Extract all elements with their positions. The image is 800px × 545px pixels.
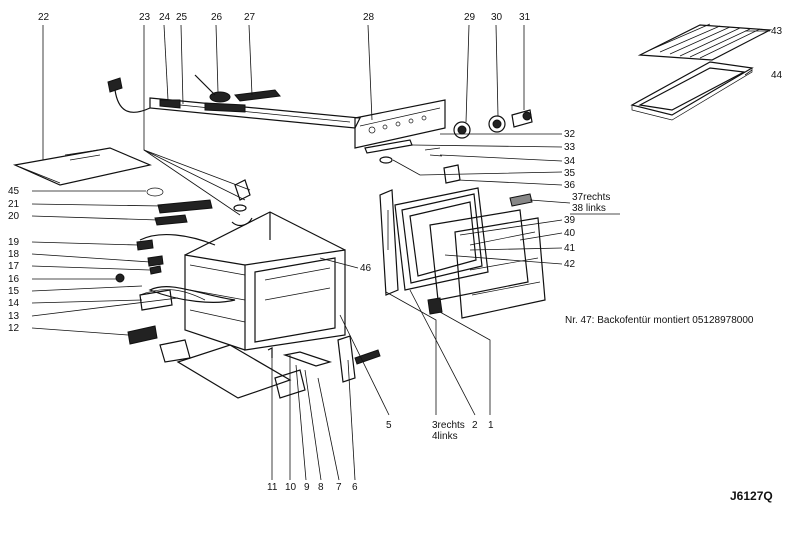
label-38-links: 38 links bbox=[572, 203, 606, 214]
label-44: 44 bbox=[771, 70, 783, 81]
thermostat-parts bbox=[231, 179, 253, 227]
label-42: 42 bbox=[564, 259, 576, 270]
label-39: 39 bbox=[564, 215, 576, 226]
leader-lines bbox=[31, 24, 770, 481]
label-4-links: 4links bbox=[432, 431, 458, 442]
label-8: 8 bbox=[318, 482, 324, 493]
label-43: 43 bbox=[771, 26, 783, 37]
label-40: 40 bbox=[564, 228, 576, 239]
label-7: 7 bbox=[336, 482, 342, 493]
label-34: 34 bbox=[564, 156, 576, 167]
drawing-code: J6127Q bbox=[730, 489, 773, 503]
label-25: 25 bbox=[176, 12, 188, 23]
label-1: 1 bbox=[488, 420, 494, 431]
label-20: 20 bbox=[8, 211, 20, 222]
label-45: 45 bbox=[8, 186, 20, 197]
oven-rack bbox=[637, 23, 773, 61]
top-trim-strip bbox=[149, 74, 361, 129]
label-10: 10 bbox=[285, 482, 297, 493]
oven-cavity bbox=[184, 211, 346, 351]
label-19: 19 bbox=[8, 237, 20, 248]
panel-small-parts bbox=[364, 139, 461, 184]
label-46: 46 bbox=[360, 263, 372, 274]
switch bbox=[127, 325, 158, 345]
label-37-38: 37rechts 38 links bbox=[572, 192, 610, 214]
knobs bbox=[453, 109, 533, 139]
label-41: 41 bbox=[564, 243, 576, 254]
label-21: 21 bbox=[8, 199, 20, 210]
bottom-plate bbox=[159, 335, 381, 399]
label-36: 36 bbox=[564, 180, 576, 191]
label-17: 17 bbox=[8, 261, 20, 272]
label-15: 15 bbox=[8, 286, 20, 297]
label-32: 32 bbox=[564, 129, 576, 140]
label-6: 6 bbox=[352, 482, 358, 493]
door-assembly-note: Nr. 47: Backofentür montiert 05128978000 bbox=[565, 315, 754, 326]
label-16: 16 bbox=[8, 274, 20, 285]
label-35: 35 bbox=[564, 168, 576, 179]
top-cover-plate bbox=[12, 147, 152, 186]
control-panel bbox=[354, 99, 446, 149]
label-37-rechts: 37rechts bbox=[572, 192, 611, 203]
label-14: 14 bbox=[8, 298, 20, 309]
label-28: 28 bbox=[363, 12, 375, 23]
label-23: 23 bbox=[139, 12, 151, 23]
label-26: 26 bbox=[211, 12, 223, 23]
left-side-parts bbox=[115, 187, 216, 311]
baking-tray bbox=[630, 61, 754, 121]
label-12: 12 bbox=[8, 323, 20, 334]
label-31: 31 bbox=[519, 12, 531, 23]
label-24: 24 bbox=[159, 12, 171, 23]
oven-door bbox=[379, 187, 546, 319]
label-18: 18 bbox=[8, 249, 20, 260]
label-9: 9 bbox=[304, 482, 310, 493]
label-33: 33 bbox=[564, 142, 576, 153]
label-22: 22 bbox=[38, 12, 50, 23]
label-13: 13 bbox=[8, 311, 20, 322]
label-2: 2 bbox=[472, 420, 478, 431]
label-11: 11 bbox=[267, 482, 278, 493]
label-3-rechts: 3rechts bbox=[432, 420, 465, 431]
label-5: 5 bbox=[386, 420, 392, 431]
label-29: 29 bbox=[464, 12, 476, 23]
label-3-4: 3rechts 4links bbox=[432, 420, 465, 442]
label-27: 27 bbox=[244, 12, 256, 23]
label-30: 30 bbox=[491, 12, 503, 23]
power-cable bbox=[107, 77, 151, 113]
